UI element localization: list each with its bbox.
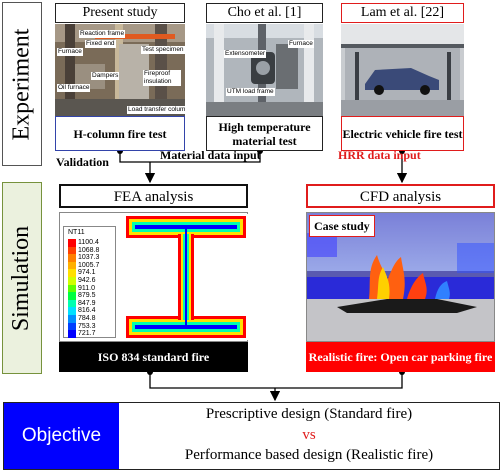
vs-text: vs [119, 427, 499, 444]
fea-analysis-title: FEA analysis [59, 184, 248, 208]
lam-caption: Electric vehicle fire test [341, 116, 464, 151]
h-section-contour [124, 214, 248, 340]
present-study-title: Present study [55, 3, 185, 23]
iso-834-bar: ISO 834 standard fire [59, 342, 248, 372]
lam-title: Lam et al. [22] [341, 3, 464, 23]
legend-value: 721.7 [78, 330, 96, 338]
hrr-data-label: HRR data input [338, 148, 421, 163]
cfd-analysis-title: CFD analysis [306, 184, 495, 208]
realistic-fire-bar: Realistic fire: Open car parking fire [306, 342, 495, 372]
cho-title: Cho et al. [1] [206, 3, 323, 23]
case-study-label: Case study [309, 215, 375, 237]
performance-design-text: Performance based design (Realistic fire… [119, 447, 499, 464]
material-data-label: Material data input [160, 148, 261, 163]
cho-caption: High temperature material test [206, 116, 323, 151]
validation-label: Validation [56, 155, 109, 170]
legend-swatch [68, 330, 76, 338]
present-study-photo: Reaction frame Fixed end Dampers Test sp… [55, 24, 185, 116]
prescriptive-design-text: Prescriptive design (Standard fire) [119, 406, 499, 423]
lam-photo [341, 24, 464, 116]
objective-box: Objective Prescriptive design (Standard … [3, 402, 500, 470]
present-study-caption: H-column fire test [55, 116, 185, 151]
merge-connector [150, 372, 402, 388]
cho-photo: Extensometer Furnace UTM load frame [206, 24, 323, 116]
objective-label: Objective [4, 403, 119, 469]
